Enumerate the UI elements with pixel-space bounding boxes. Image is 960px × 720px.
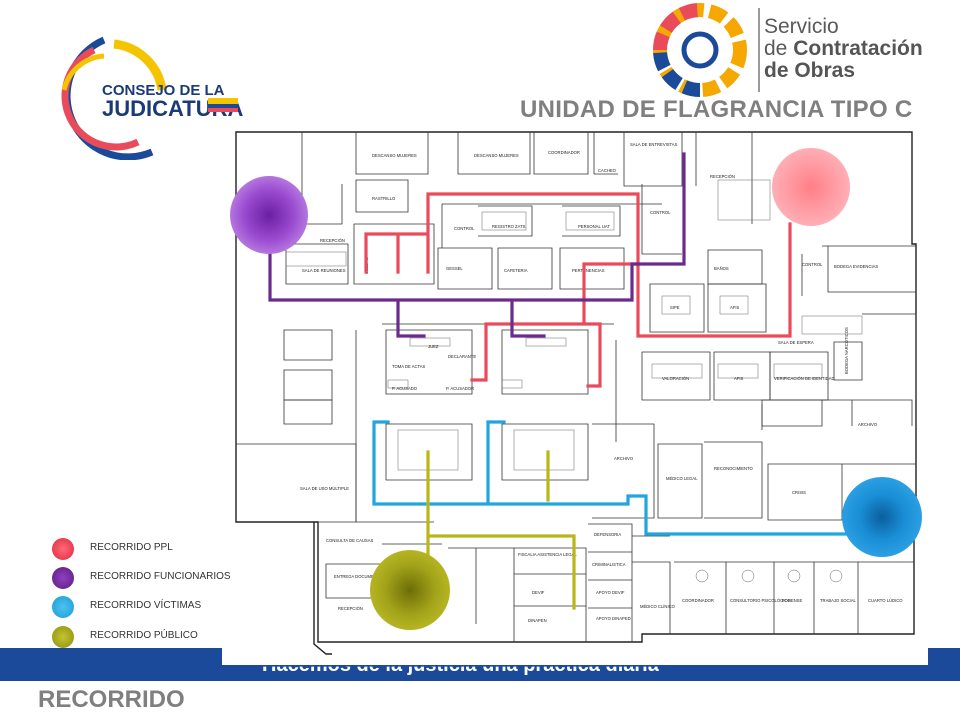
room-control: CONTROL	[454, 226, 475, 231]
victimas-marker	[842, 477, 922, 557]
room-coordinador-2: COORDINADOR	[682, 598, 714, 603]
room-descanso-mujeres: DESCANSO MUJERES	[372, 153, 417, 158]
room-verificacion: VERIFICACIÓN DE IDENTIDAD	[774, 376, 835, 381]
room-valoracion: VALORACIÓN	[662, 376, 689, 381]
room-juez: JUEZ	[428, 344, 439, 349]
room-forense: FORENSE	[782, 598, 802, 603]
room-archivo-2: ARCHIVO	[614, 456, 634, 461]
route-victimas	[372, 420, 876, 536]
legend-item-funcionarios: RECORRIDO FUNCIONARIOS	[48, 565, 238, 589]
legend-dot-funcionarios	[52, 567, 74, 589]
room-acusado: P. ACUSADO	[392, 386, 418, 391]
room-pertenencias: PERTENENCIAS	[572, 268, 605, 273]
legend-dot-victimas	[52, 596, 74, 618]
consejo-judicatura-logo: CONSEJO DE LA JUDICATURA	[34, 30, 244, 161]
room-sala-espera: SALA DE ESPERA	[778, 340, 814, 345]
room-apoyo-devif: APOYO DEVIF	[596, 590, 625, 595]
room-sala-reuniones: SALA DE REUNIONES	[302, 268, 346, 273]
room-coordinador: COORDINADOR	[548, 150, 580, 155]
room-medico-clinico: MÉDICO CLÍNICO	[640, 604, 676, 609]
room-afis: AFIS	[730, 305, 740, 310]
room-sala-uso-multiple: SALA DE USO MÚLTIPLE	[300, 486, 349, 491]
legend-dot-ppl	[52, 538, 74, 560]
servicio-contratacion-obras-logo: Servicio de Contratación de Obras	[648, 2, 948, 98]
room-trabajo-social: TRABAJO SOCIAL	[820, 598, 857, 603]
room-banos: BAÑOS	[714, 266, 729, 271]
room-descanso-mujeres-2: DESCANSO MUJERES	[474, 153, 519, 158]
legend-label-publico: RECORRIDO PÚBLICO	[90, 630, 198, 641]
room-sipe: SIPE	[670, 305, 680, 310]
legend-label-funcionarios: RECORRIDO FUNCIONARIOS	[90, 571, 231, 582]
room-toma-actas: TOMA DE ACTAS	[392, 364, 426, 369]
legend-item-ppl: RECORRIDO PPL	[48, 536, 238, 560]
room-personal-uat: PERSONAL UAT	[578, 224, 610, 229]
funcionarios-marker	[230, 176, 308, 254]
room-control-3: CONTROL	[802, 262, 823, 267]
room-sala-entrevistas: SALA DE ENTREVISTAS	[630, 142, 678, 147]
sco-logo-line1: Servicio	[764, 15, 839, 38]
legend-label-ppl: RECORRIDO PPL	[90, 542, 173, 553]
legend-item-victimas: RECORRIDO VÍCTIMAS	[48, 594, 238, 618]
room-crisis: CRISIS	[792, 490, 806, 495]
legend-label-victimas: RECORRIDO VÍCTIMAS	[90, 600, 202, 611]
page-title: UNIDAD DE FLAGRANCIA TIPO C	[520, 96, 913, 123]
room-recepcion-bottom: RECEPCIÓN	[338, 606, 363, 611]
room-recepcion-top: RECEPCIÓN	[710, 174, 735, 179]
room-rastrillo: RASTRILLO	[372, 196, 396, 201]
bottom-title: RECORRIDO	[38, 686, 185, 713]
room-reconocimiento: RECONOCIMIENTO	[714, 466, 754, 471]
room-apoyo-dinaped: APOYO DINAPED	[596, 616, 631, 621]
room-declarante: DECLARANTE	[448, 354, 476, 359]
room-cacheo: CACHEO	[598, 168, 617, 173]
ppl-marker	[772, 148, 850, 226]
room-cafeteria: CAFETERIA	[504, 268, 528, 273]
room-dinapen: DINAPEN	[528, 618, 547, 623]
footer-slogan: Hacemos de la justicia una práctica diar…	[262, 667, 659, 677]
sco-logo-line3: de Obras	[764, 59, 856, 82]
route-funcionarios	[268, 152, 686, 338]
room-entrega-documentos: ENTREGA DOCUMENTOS	[334, 574, 386, 579]
room-recepcion-left: RECEPCIÓN	[320, 238, 345, 243]
legend-dot-publico	[52, 626, 74, 648]
sco-logo-line2-bold: Contratación	[793, 37, 923, 60]
room-archivo: ARCHIVO	[858, 422, 878, 427]
room-defensoria: DEFENSORIA	[594, 532, 621, 537]
room-registro-zats: REGISTRO ZATS	[492, 224, 526, 229]
sco-logo-text: Servicio de Contratación de Obras	[764, 16, 923, 82]
publico-marker	[370, 550, 450, 630]
room-consulta-causas: CONSULTA DE CAUSAS	[326, 538, 374, 543]
room-medico-legal: MÉDICO LEGAL	[666, 476, 698, 481]
room-acusador: P. ACUSADOR	[446, 386, 474, 391]
room-consultorio-psicologico: CONSULTORIO PSICOLÓGICO	[730, 598, 792, 603]
room-cuarto-ludico: CUARTO LÚDICO	[868, 598, 903, 603]
room-control-2: CONTROL	[650, 210, 671, 215]
room-gessel: GESSEL	[446, 266, 463, 271]
room-bodega-narcoticos: BODEGA NARCÓTICOS	[844, 327, 849, 374]
legend-item-publico: RECORRIDO PÚBLICO	[48, 624, 238, 648]
room-fiscalia: FISCALIA ASISTENCIA LEGAL	[518, 552, 577, 557]
room-criminalistica: CRIMINALISTICA	[592, 562, 626, 567]
room-bodega-evidencias: BODEGA EVIDENCIAS	[834, 264, 878, 269]
room-afis-2: AFIS	[734, 376, 744, 381]
sco-logo-line2-prefix: de	[764, 37, 794, 60]
room-devif: DEVIF	[532, 590, 545, 595]
cj-logo-line1: CONSEJO DE LA	[102, 82, 225, 99]
